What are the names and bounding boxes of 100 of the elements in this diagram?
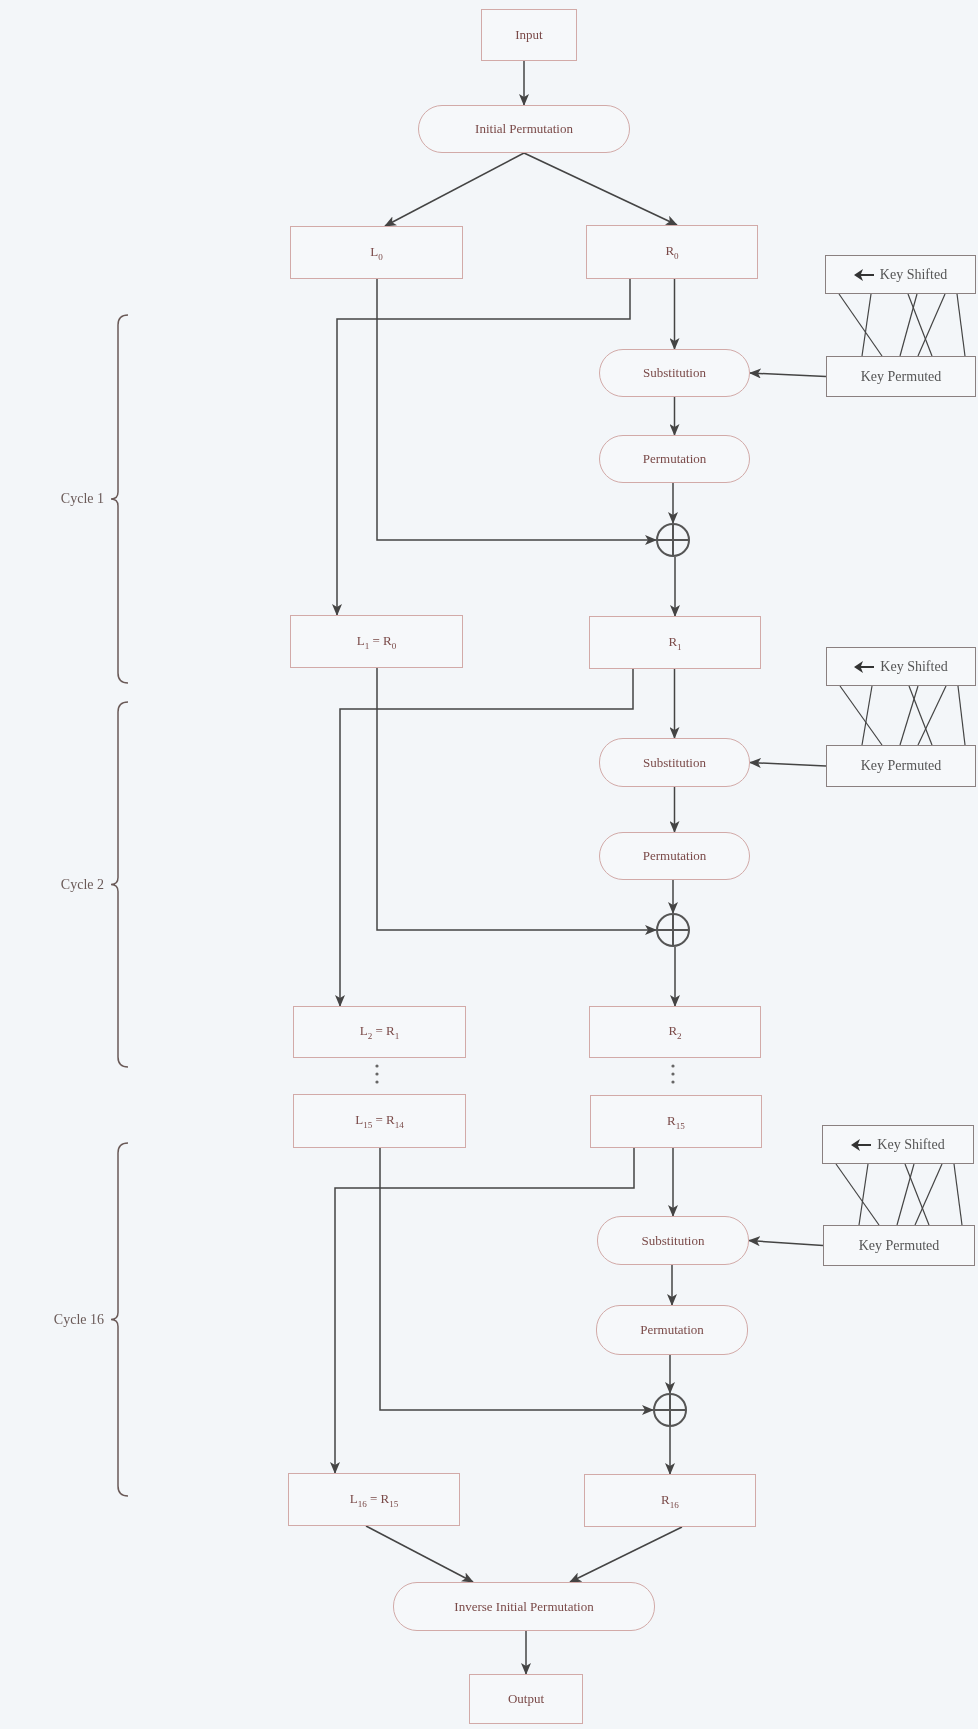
xor-symbol [656, 913, 690, 947]
connector-line [956, 293, 966, 357]
process-box [290, 615, 463, 668]
node-label: Substitution [643, 365, 706, 381]
node-label: Permutation [642, 848, 707, 864]
process-box [469, 1674, 583, 1724]
node-label: R$_{1}$ [668, 633, 682, 652]
arrow [365, 1525, 474, 1583]
arrow [376, 667, 657, 935]
arrow [667, 1264, 677, 1306]
xor-symbol [656, 523, 690, 557]
node-label: L$_{2}$ = R$_{1}$ [359, 1023, 400, 1041]
node-label: R$_{16}$ [661, 1491, 679, 1510]
node-label: Inverse Initial Permutation [454, 1598, 594, 1615]
rounded-process-box [596, 1305, 748, 1355]
arrow [668, 879, 678, 914]
arrow [665, 1426, 675, 1475]
connector-line [908, 685, 933, 746]
node-label: L$_{0}$ [370, 243, 383, 262]
arrow [670, 556, 680, 617]
node-label: Permutation [640, 1322, 704, 1338]
arrow [669, 396, 680, 436]
connector-line [899, 293, 918, 357]
xor-symbol [653, 1393, 687, 1427]
arrow [669, 786, 680, 833]
arrow [749, 368, 827, 379]
process-box [586, 225, 758, 279]
node-label: Key Permuted [860, 758, 942, 774]
rounded-process-box [599, 435, 750, 483]
node-label: Initial Permutation [475, 121, 573, 137]
node-label: R$_{0}$ [665, 243, 679, 261]
connector-line [953, 1163, 963, 1226]
node-label: L$_{1}$ = R$_{0}$ [356, 632, 397, 651]
arrow [376, 278, 657, 545]
arrow [519, 60, 529, 106]
node-label: Input [515, 27, 543, 43]
connector-line [861, 293, 872, 357]
arrow [668, 482, 678, 524]
node-label: Key Shifted [877, 1136, 945, 1153]
arrow [670, 946, 680, 1007]
connector-line [839, 685, 883, 746]
rounded-process-box [599, 738, 750, 787]
node-label: R$_{2}$ [668, 1023, 682, 1041]
rounded-process-box [599, 349, 750, 397]
key-box [823, 1225, 975, 1266]
rounded-process-box [393, 1582, 655, 1631]
key-box [825, 255, 976, 294]
connector-line [904, 1163, 930, 1226]
arrow [332, 278, 631, 616]
process-box [481, 9, 577, 61]
connector-line [917, 293, 946, 357]
arrow [379, 1147, 654, 1415]
connector-line [917, 685, 947, 746]
arrow [749, 758, 827, 768]
rounded-process-box [597, 1216, 749, 1265]
arrow [384, 152, 525, 227]
process-box [290, 226, 463, 279]
key-box [826, 356, 976, 397]
arrow [669, 278, 680, 350]
node-label: Key Shifted [880, 658, 948, 675]
cycle-label: Cycle 16 [53, 1311, 104, 1328]
arrow [521, 1630, 531, 1675]
connector-line [914, 1163, 943, 1226]
process-box [293, 1006, 466, 1058]
arrow [569, 1526, 683, 1583]
process-box [590, 1095, 762, 1148]
arrow [748, 1236, 824, 1247]
connector-line [858, 1163, 869, 1226]
arrow [665, 1354, 675, 1394]
node-label: Permutation [642, 451, 707, 467]
node-label: Output [507, 1691, 545, 1707]
node-label: Key Permuted [860, 368, 942, 385]
node-label: Substitution [643, 754, 706, 771]
node-label: Key Permuted [858, 1237, 940, 1254]
connector-line [838, 293, 883, 357]
connector-line [896, 1163, 915, 1226]
rounded-process-box [599, 832, 750, 880]
node-label: L$_{15}$ = R$_{14}$ [355, 1112, 404, 1130]
connector-line [957, 685, 966, 746]
process-box [584, 1474, 756, 1527]
key-box [822, 1125, 974, 1164]
arrow [523, 152, 678, 226]
arrow [669, 668, 680, 739]
cycle-label: Cycle 2 [60, 876, 104, 893]
connector-line [907, 293, 933, 357]
arrow [335, 668, 634, 1007]
connector-line [861, 685, 873, 746]
node-label: R$_{15}$ [667, 1112, 685, 1131]
process-box [288, 1473, 460, 1526]
node-label: Key Shifted [879, 266, 948, 283]
process-box [293, 1094, 466, 1148]
process-box [589, 1006, 761, 1058]
arrow [330, 1147, 635, 1474]
arrow [668, 1147, 678, 1217]
rounded-process-box [418, 105, 630, 153]
key-box [826, 647, 976, 686]
node-label: Substitution [641, 1232, 705, 1249]
connector-line [899, 685, 919, 746]
connector-line [835, 1163, 880, 1226]
process-box [589, 616, 761, 669]
